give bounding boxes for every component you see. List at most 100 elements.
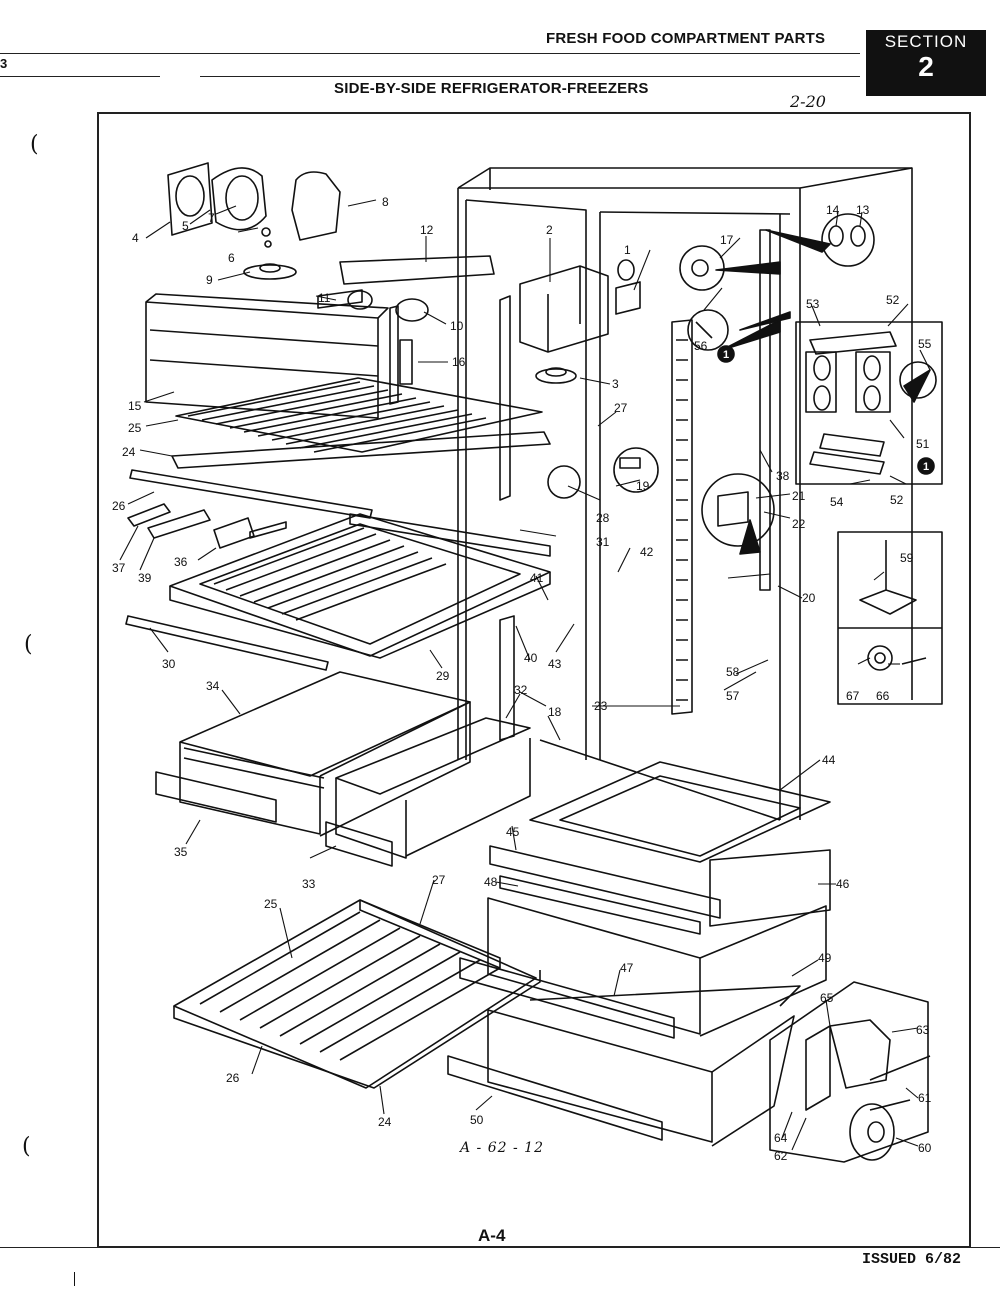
callout-64: 64 bbox=[774, 1131, 788, 1145]
callout-23: 23 bbox=[594, 699, 608, 713]
inset-leveler-box bbox=[837, 531, 943, 705]
callout-39: 39 bbox=[138, 571, 152, 585]
callout-42: 42 bbox=[640, 545, 654, 559]
callout-52: 52 bbox=[886, 293, 900, 307]
callout-7: 7 bbox=[208, 211, 215, 225]
section-number: 2 bbox=[918, 51, 934, 82]
section-badge: SECTION 2 bbox=[866, 30, 986, 96]
header-rule bbox=[0, 53, 860, 54]
callout-36: 36 bbox=[174, 555, 188, 569]
inset-hinge-box bbox=[795, 321, 943, 485]
callout-60: 60 bbox=[918, 1141, 932, 1155]
leader-lines bbox=[119, 199, 931, 1151]
callout-8: 8 bbox=[382, 195, 389, 209]
callout-9: 9 bbox=[206, 273, 213, 287]
callout-51: 51 bbox=[916, 437, 930, 451]
callout-5: 5 bbox=[182, 219, 189, 233]
callout-37: 37 bbox=[112, 561, 126, 575]
callout-29: 29 bbox=[436, 669, 450, 683]
callout-30: 30 bbox=[162, 657, 176, 671]
cabinet-outline bbox=[457, 167, 913, 821]
margin-tick bbox=[74, 1272, 75, 1286]
control-housing bbox=[145, 293, 413, 419]
callout-50: 50 bbox=[470, 1113, 484, 1127]
issued-date: ISSUED 6/82 bbox=[862, 1251, 962, 1268]
inset-roller-box bbox=[769, 981, 931, 1163]
callout-20: 20 bbox=[802, 591, 816, 605]
callout-14: 14 bbox=[826, 203, 840, 217]
callout-3: 3 bbox=[612, 377, 619, 391]
margin-mark: 3 bbox=[0, 56, 8, 71]
callout-13: 13 bbox=[856, 203, 870, 217]
callout-63: 63 bbox=[916, 1023, 930, 1037]
callout-31: 31 bbox=[596, 535, 610, 549]
callout-24-lower: 24 bbox=[378, 1115, 392, 1129]
callout-43: 43 bbox=[548, 657, 562, 671]
section-label: SECTION bbox=[884, 32, 968, 51]
page-subtitle: SIDE-BY-SIDE REFRIGERATOR-FREEZERS bbox=[334, 80, 649, 97]
callout-61: 61 bbox=[918, 1091, 932, 1105]
callout-34: 34 bbox=[206, 679, 220, 693]
upper-shelf bbox=[129, 377, 551, 519]
shelf-clips bbox=[127, 503, 287, 549]
callout-1-marker: 1 bbox=[923, 461, 929, 473]
callout-33: 33 bbox=[302, 877, 316, 891]
callout-44: 44 bbox=[822, 753, 836, 767]
callout-59: 59 bbox=[900, 551, 914, 565]
header-rule-mid bbox=[200, 76, 860, 77]
pans bbox=[447, 761, 831, 1147]
margin-mark: ( bbox=[30, 132, 39, 157]
callout-62: 62 bbox=[774, 1149, 788, 1163]
callout-1-marker: 1 bbox=[723, 349, 729, 361]
callout-35: 35 bbox=[174, 845, 188, 859]
control-components bbox=[519, 259, 641, 384]
callout-56: 56 bbox=[694, 339, 708, 353]
callout-26: 26 bbox=[112, 499, 126, 513]
margin-mark: ( bbox=[22, 1134, 31, 1159]
callout-2: 2 bbox=[546, 223, 553, 237]
callout-18: 18 bbox=[548, 705, 562, 719]
callout-57: 57 bbox=[726, 689, 740, 703]
crisper-drawers bbox=[155, 671, 531, 867]
callout-11: 11 bbox=[318, 291, 331, 305]
callout-1: 1 bbox=[624, 243, 631, 257]
callout-27: 27 bbox=[614, 401, 628, 415]
callout-10: 10 bbox=[450, 319, 464, 333]
callout-27-lower: 27 bbox=[432, 873, 446, 887]
margin-mark: ( bbox=[24, 632, 33, 657]
callout-54: 54 bbox=[830, 495, 844, 509]
callout-17: 17 bbox=[720, 233, 734, 247]
callout-66: 66 bbox=[876, 689, 890, 703]
figure-code: A - 62 - 12 bbox=[460, 1140, 545, 1156]
lower-shelf bbox=[173, 899, 541, 1089]
callout-25-lower: 25 bbox=[264, 897, 278, 911]
callout-12: 12 bbox=[420, 223, 434, 237]
callout-24: 24 bbox=[122, 445, 136, 459]
footer-rule bbox=[0, 1247, 1000, 1248]
header-rule-left bbox=[0, 76, 160, 77]
page-code: A-4 bbox=[478, 1226, 506, 1245]
detail-circles bbox=[547, 213, 875, 547]
detail-pointers bbox=[715, 229, 935, 555]
callout-22: 22 bbox=[792, 517, 806, 531]
callout-47: 47 bbox=[620, 961, 634, 975]
callout-40: 40 bbox=[524, 651, 538, 665]
callout-65: 65 bbox=[820, 991, 834, 1005]
callout-26-lower: 26 bbox=[226, 1071, 240, 1085]
callout-48: 48 bbox=[484, 875, 498, 889]
callout-53: 53 bbox=[806, 297, 820, 311]
callout-25: 25 bbox=[128, 421, 142, 435]
callout-46: 46 bbox=[836, 877, 850, 891]
page-title: FRESH FOOD COMPARTMENT PARTS bbox=[546, 30, 826, 47]
callout-16: 16 bbox=[452, 355, 466, 369]
callout-6: 6 bbox=[228, 251, 235, 265]
callout-labels: 1 2 3 4 5 6 7 8 9 10 11 12 13 14 15 16 1… bbox=[112, 195, 932, 1163]
callout-4: 4 bbox=[132, 231, 139, 245]
callout-45: 45 bbox=[506, 825, 520, 839]
callout-15: 15 bbox=[128, 399, 142, 413]
callout-41: 41 bbox=[530, 571, 544, 585]
callout-38: 38 bbox=[776, 469, 790, 483]
crisper-cover bbox=[125, 513, 551, 671]
callout-19: 19 bbox=[636, 479, 650, 493]
